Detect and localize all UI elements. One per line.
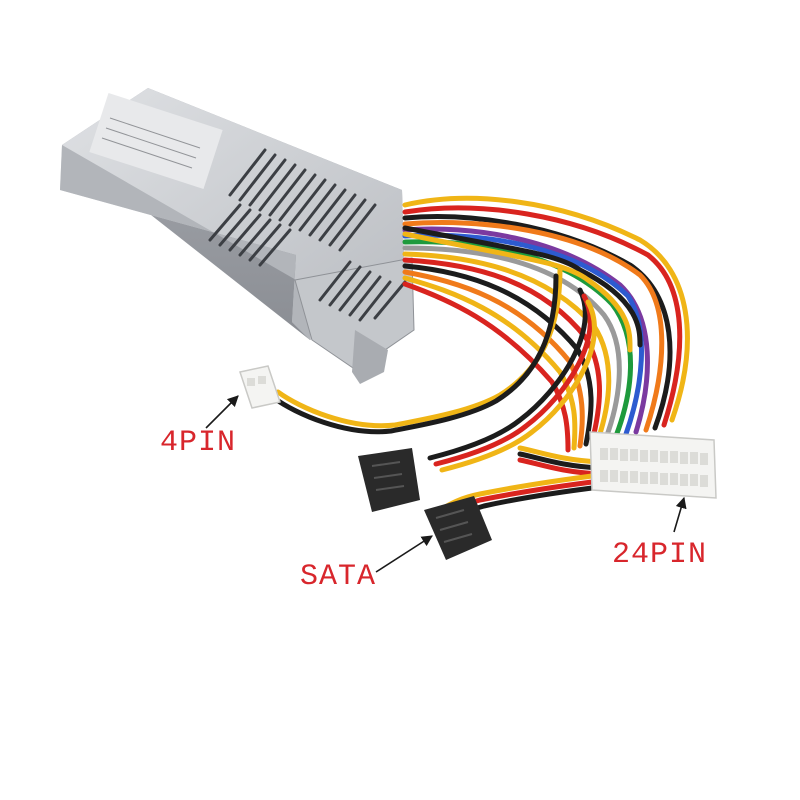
sata-connector-2	[424, 496, 492, 560]
label-4pin: 4PIN	[160, 426, 237, 460]
connector-24pin	[589, 431, 717, 499]
sata-connector-1	[358, 448, 420, 512]
arrow-to-sata	[375, 535, 433, 573]
arrow-to-4pin	[205, 395, 239, 429]
power-supply-unit	[60, 88, 415, 384]
vent-slots	[208, 148, 407, 322]
label-24pin: 24PIN	[612, 538, 708, 572]
arrow-to-24pin	[673, 496, 687, 533]
connector-4pin	[239, 365, 281, 409]
label-sata: SATA	[300, 560, 377, 594]
callout-arrows	[205, 395, 687, 573]
